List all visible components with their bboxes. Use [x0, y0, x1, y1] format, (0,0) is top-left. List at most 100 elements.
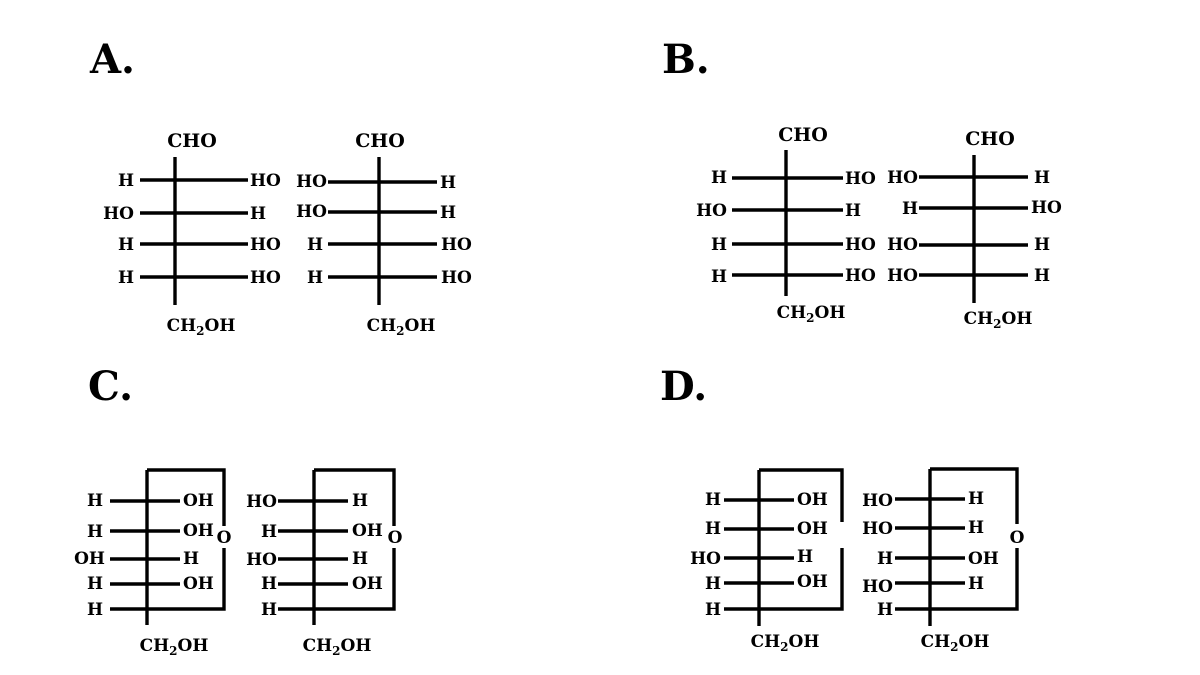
ring-bond-lower — [930, 548, 1019, 611]
option-a-label: A. — [89, 36, 135, 83]
left-substituent: H — [87, 600, 103, 620]
option-d-label: D. — [660, 363, 707, 410]
option-a-structure-2: CHO HO H HO H H HO H HO CH2OH — [296, 130, 472, 338]
option-c-structure-2: O HO H H OH HO H H OH H CH2OH — [246, 468, 403, 658]
option-a-structure-1: CHO H HO HO H H HO H HO CH2OH — [103, 130, 281, 338]
right-substituent: H — [845, 201, 861, 221]
left-substituent: H — [902, 199, 918, 219]
left-substituent: HO — [696, 201, 727, 221]
right-substituent: HO — [845, 266, 876, 286]
option-d-structure-2: O HO H HO H H OH HO H H CH2OH — [862, 467, 1025, 654]
option-c-label: C. — [88, 363, 133, 410]
right-substituent: HO — [441, 268, 472, 288]
right-substituent: OH — [797, 572, 828, 592]
hydroxymethyl-group: CH2OH — [303, 636, 372, 658]
hydroxymethyl-group: CH2OH — [367, 316, 436, 338]
left-substituent: H — [307, 268, 323, 288]
left-substituent: H — [711, 267, 727, 287]
hydroxymethyl-group: CH2OH — [921, 632, 990, 654]
left-substituent: H — [87, 522, 103, 542]
ring-oxygen: O — [1010, 528, 1025, 548]
right-substituent: OH — [183, 521, 214, 541]
right-substituent: OH — [797, 519, 828, 539]
hydroxymethyl-group: CH2OH — [777, 303, 846, 325]
left-substituent: H — [261, 600, 277, 620]
right-substituent: OH — [968, 549, 999, 569]
right-substituent: H — [797, 547, 813, 567]
left-substituent: HO — [103, 204, 134, 224]
hydroxymethyl-group: CH2OH — [140, 636, 209, 658]
aldehyde-group: CHO — [355, 130, 405, 152]
right-substituent: HO — [250, 268, 281, 288]
ring-oxygen: O — [388, 528, 403, 548]
left-substituent: HO — [887, 266, 918, 286]
right-substituent: HO — [845, 235, 876, 255]
left-substituent: HO — [887, 235, 918, 255]
right-substituent: H — [440, 173, 456, 193]
left-substituent: H — [877, 600, 893, 620]
hydroxymethyl-group: CH2OH — [751, 632, 820, 654]
ring-bond-lower — [147, 548, 226, 611]
option-a: A. CHO H HO HO H H HO H HO CH2OH CHO — [89, 36, 472, 338]
ring-bond-lower — [314, 548, 396, 611]
right-substituent: OH — [352, 574, 383, 594]
left-substituent: H — [87, 491, 103, 511]
left-substituent: H — [307, 235, 323, 255]
right-substituent: H — [1034, 168, 1050, 188]
left-substituent: H — [705, 600, 721, 620]
ring-oxygen: O — [217, 528, 232, 548]
left-substituent: HO — [862, 519, 893, 539]
option-b-structure-1: CHO H HO HO H H HO H HO CH2OH — [696, 124, 876, 325]
right-substituent: H — [352, 491, 368, 511]
left-substituent: H — [261, 574, 277, 594]
hydroxymethyl-group: CH2OH — [964, 309, 1033, 331]
left-substituent: HO — [690, 549, 721, 569]
left-substituent: HO — [246, 492, 277, 512]
option-b-structure-2: CHO HO H H HO HO H HO H CH2OH — [887, 128, 1062, 331]
left-substituent: H — [705, 519, 721, 539]
left-substituent: HO — [246, 550, 277, 570]
right-substituent: H — [1034, 235, 1050, 255]
option-c-structure-1: O H OH H OH OH H H OH H CH2OH — [74, 468, 232, 658]
right-substituent: OH — [183, 574, 214, 594]
left-substituent: HO — [887, 168, 918, 188]
option-c: C. O H OH H OH OH H H OH H CH2OH — [74, 363, 402, 658]
option-d: D. H OH H OH HO H H OH H CH2OH — [660, 363, 1025, 654]
left-substituent: HO — [296, 172, 327, 192]
aldehyde-group: CHO — [167, 130, 217, 152]
option-d-structure-1: H OH H OH HO H H OH H CH2OH — [690, 468, 844, 654]
ring-bond-upper — [314, 468, 396, 526]
hydroxymethyl-group: CH2OH — [167, 316, 236, 338]
right-substituent: HO — [1031, 198, 1062, 218]
right-substituent: H — [1034, 266, 1050, 286]
left-substituent: HO — [296, 202, 327, 222]
right-substituent: H — [250, 204, 266, 224]
ring-bond-lower — [759, 548, 844, 611]
right-substituent: HO — [845, 169, 876, 189]
ring-bond-upper — [147, 468, 226, 526]
right-substituent: H — [352, 549, 368, 569]
left-substituent: H — [261, 522, 277, 542]
right-substituent: H — [183, 549, 199, 569]
right-substituent: OH — [352, 521, 383, 541]
left-substituent: OH — [74, 549, 105, 569]
aldehyde-group: CHO — [965, 128, 1015, 150]
right-substituent: H — [968, 489, 984, 509]
left-substituent: HO — [862, 577, 893, 597]
right-substituent: HO — [441, 235, 472, 255]
left-substituent: H — [87, 574, 103, 594]
aldehyde-group: CHO — [778, 124, 828, 146]
left-substituent: H — [118, 171, 134, 191]
option-b: B. CHO H HO HO H H HO H HO CH2OH CHO — [662, 36, 1062, 331]
right-substituent: H — [968, 574, 984, 594]
right-substituent: OH — [797, 490, 828, 510]
ring-bond-upper — [759, 468, 844, 522]
right-substituent: HO — [250, 171, 281, 191]
left-substituent: H — [705, 490, 721, 510]
option-b-label: B. — [662, 36, 710, 83]
right-substituent: HO — [250, 235, 281, 255]
left-substituent: H — [711, 235, 727, 255]
left-substituent: HO — [862, 491, 893, 511]
left-substituent: H — [877, 549, 893, 569]
